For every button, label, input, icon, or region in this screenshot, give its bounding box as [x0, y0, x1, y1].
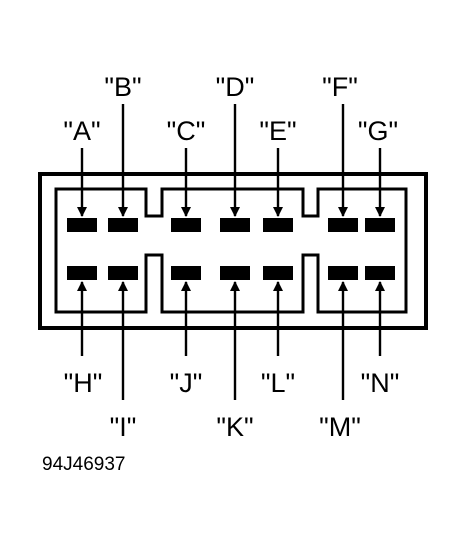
pin-h [67, 266, 97, 280]
pin-label-i: "I" [110, 412, 137, 442]
pin-label-f: "F" [322, 72, 358, 102]
top-pin-row [67, 218, 395, 232]
pin-l [263, 266, 293, 280]
pin-label-g: "G" [358, 116, 398, 146]
pin-label-c: "C" [167, 116, 206, 146]
pin-label-n: "N" [361, 368, 400, 398]
pin-label-h: "H" [64, 368, 103, 398]
connector-housing-outer [38, 172, 428, 330]
pin-f [328, 218, 358, 232]
pin-a [67, 218, 97, 232]
pin-d [220, 218, 250, 232]
pin-n [365, 266, 395, 280]
bottom-pin-labels: "H" "I" "J" "K" "L" "M" "N" [64, 368, 400, 442]
top-pin-labels: "A" "B" "C" "D" "E" "F" "G" [63, 72, 398, 146]
bottom-pin-row [67, 266, 395, 280]
pin-i [108, 266, 138, 280]
pin-b [108, 218, 138, 232]
pin-label-l: "L" [261, 368, 295, 398]
pin-label-a: "A" [63, 116, 100, 146]
pin-k [220, 266, 250, 280]
pin-label-d: "D" [216, 72, 255, 102]
pin-e [263, 218, 293, 232]
pin-label-b: "B" [104, 72, 141, 102]
pin-label-e: "E" [259, 116, 296, 146]
connector-cavity-outline [54, 187, 408, 314]
pin-m [328, 266, 358, 280]
pin-label-j: "J" [170, 368, 203, 398]
pin-label-k: "K" [216, 412, 253, 442]
pin-leader-lines [76, 104, 386, 400]
pin-label-m: "M" [319, 412, 361, 442]
pin-c [171, 218, 201, 232]
pin-j [171, 266, 201, 280]
figure-code: 94J46937 [42, 454, 125, 475]
pin-g [365, 218, 395, 232]
